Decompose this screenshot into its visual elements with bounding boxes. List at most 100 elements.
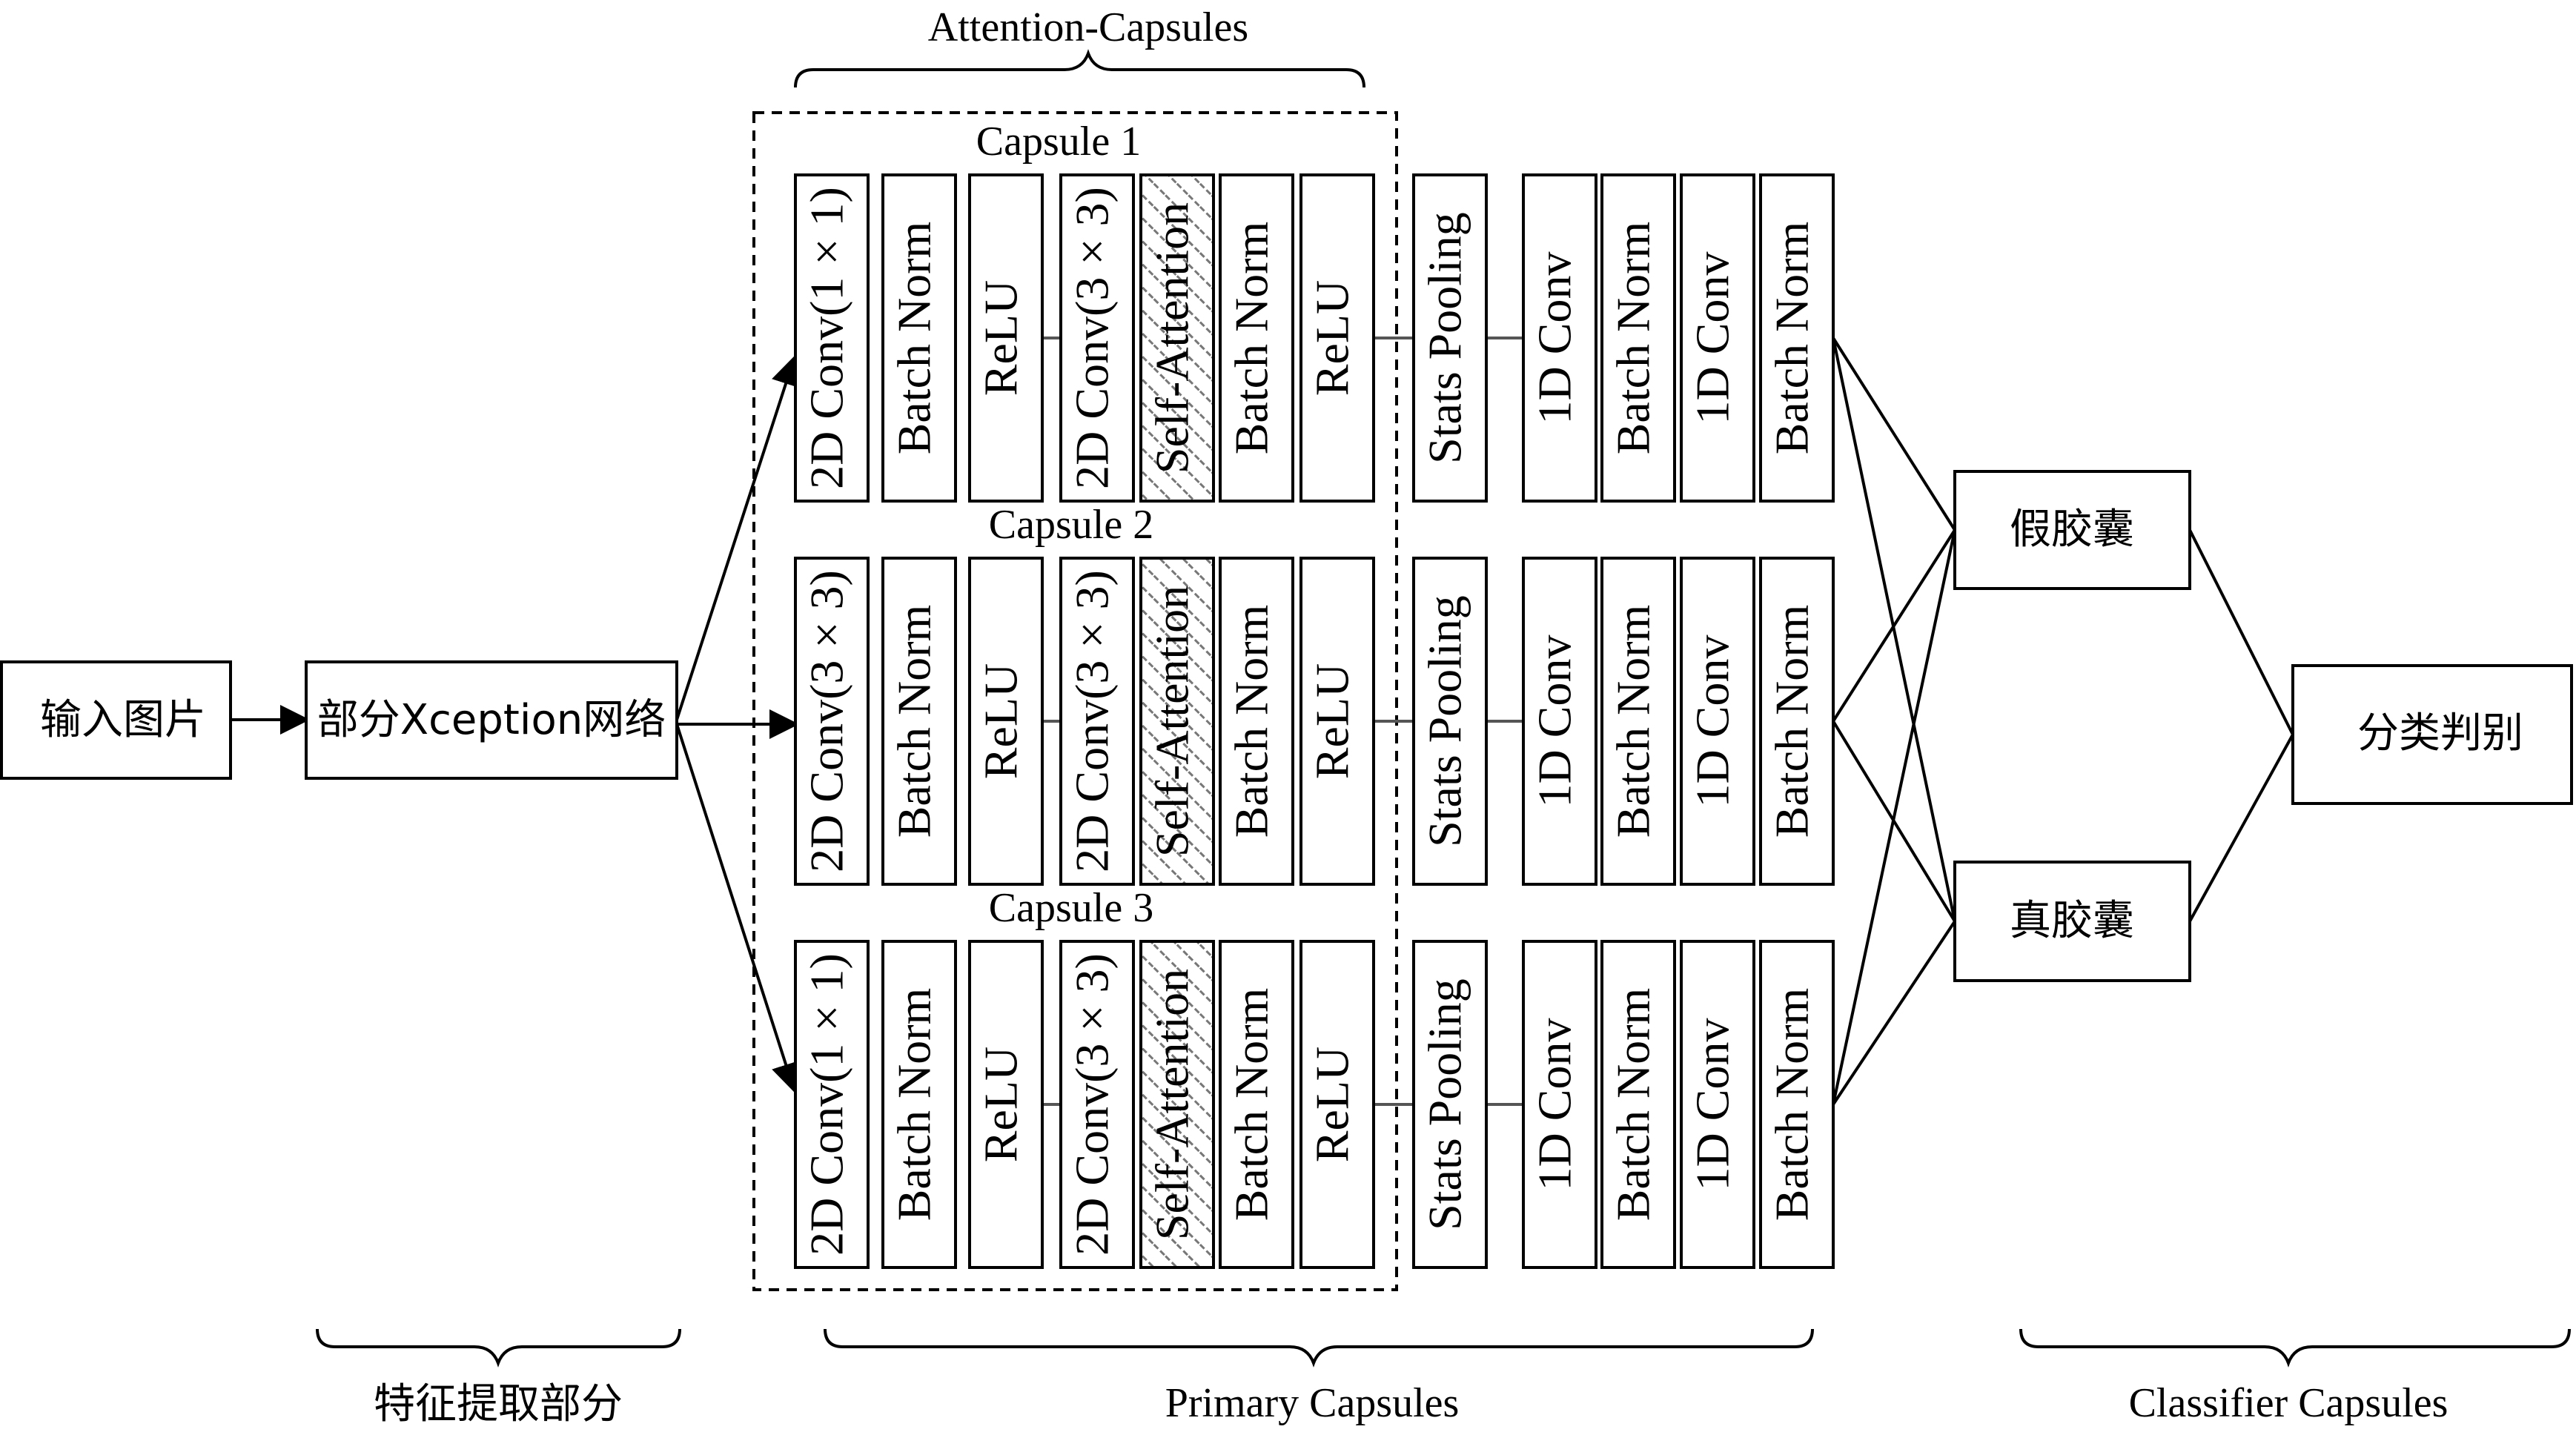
feature-extractor-box (305, 660, 678, 780)
capsule-1-to-fake-line (1832, 337, 1956, 531)
capsule-3-post-1-stats-pooling-label: Stats Pooling (1419, 978, 1471, 1230)
capsule-2-layer-3-relu-label: ReLU (975, 663, 1027, 779)
capsule-1-to-real-line (1832, 337, 1956, 922)
capsule-2-layer-3-relu-box (968, 557, 1044, 886)
capsule-3-layer-4-2d-conv-3-3-box (1059, 940, 1135, 1269)
attention-capsules-brace (794, 49, 1365, 88)
capsule-3-layer-1-2d-conv-1-1-label: 2D Conv(1 × 1) (801, 953, 853, 1256)
capsule-3-post-2-1d-conv-label: 1D Conv (1529, 1018, 1581, 1191)
capsule-3-title: Capsule 3 (989, 885, 1153, 931)
capsule-1-layer-5-self-attention-box (1139, 173, 1215, 503)
capsule-2-layer-6-batch-norm-box (1219, 557, 1294, 886)
capsule-1-post-1-stats-pooling-label: Stats Pooling (1419, 212, 1471, 464)
capsule-3-layer-6-batch-norm-box (1219, 940, 1294, 1269)
capsule-2-layer-5-self-attention-box (1139, 557, 1215, 886)
capsule-3-post-1-stats-pooling-box (1412, 940, 1488, 1269)
decision-label: 分类判别 (2357, 709, 2523, 758)
capsule-1-post-3-batch-norm-label: Batch Norm (1607, 222, 1660, 455)
capsule-3-post-3-batch-norm-label: Batch Norm (1607, 988, 1660, 1222)
capsule-3-layer-5-self-attention-box (1139, 940, 1215, 1269)
capsule-1-layer-3-relu-label: ReLU (975, 280, 1027, 396)
capsule-3-layer-7-relu-label: ReLU (1306, 1047, 1359, 1162)
classifier-capsules-brace (2019, 1328, 2571, 1368)
capsule-3-to-real-line (1832, 920, 1956, 1106)
capsule-3-layer-3-relu-label: ReLU (975, 1047, 1027, 1162)
capsule-1-layer-5-self-attention-label: Self-Attention (1146, 202, 1199, 474)
capsule-1-layer-3-relu-box (968, 173, 1044, 503)
capsule-1-post-4-1d-conv-box (1680, 173, 1755, 503)
capsule-3-post-5-batch-norm-label: Batch Norm (1766, 988, 1818, 1222)
capsule-3-post-3-batch-norm-box (1600, 940, 1676, 1269)
capsule-2-title: Capsule 2 (989, 502, 1153, 548)
capsule-2-post-2-1d-conv-label: 1D Conv (1529, 635, 1581, 808)
feature-extractor-label: 部分Xception网络 (317, 696, 666, 744)
capsule-1-layer-2-batch-norm-box (881, 173, 957, 503)
capsule-1-layer-6-batch-norm-label: Batch Norm (1225, 222, 1278, 455)
fake-capsule-label: 假胶囊 (2010, 506, 2134, 554)
capsule-3-post-5-batch-norm-box (1759, 940, 1835, 1269)
capsule-1-layer-7-relu-box (1299, 173, 1375, 503)
capsule-2-post-5-batch-norm-label: Batch Norm (1766, 605, 1818, 838)
capsule-2-layer-2-batch-norm-box (881, 557, 957, 886)
input-image-box (0, 660, 232, 780)
primary-capsules-label: Primary Capsules (1165, 1380, 1460, 1426)
arrow-to-capsule-1 (675, 355, 801, 720)
fake-capsule-box (1953, 470, 2191, 590)
capsule-2-layer-1-2d-conv-3-3-box (794, 557, 870, 886)
classifier-capsules-label: Classifier Capsules (2129, 1380, 2448, 1426)
capsule-2-to-fake-line (1832, 528, 1956, 723)
capsule-1-layer-1-2d-conv-1-1-box (794, 173, 870, 503)
capsule-3-to-fake-line (1832, 529, 1956, 1105)
capsule-2-post-1-stats-pooling-box (1412, 557, 1488, 886)
feature-brace (316, 1328, 681, 1368)
capsule-1-layer-4-2d-conv-3-3-label: 2D Conv(3 × 3) (1066, 187, 1119, 489)
capsule-1-layer-4-2d-conv-3-3-box (1059, 173, 1135, 503)
capsule-2-layer-1-2d-conv-3-3-label: 2D Conv(3 × 3) (801, 570, 853, 872)
capsule-2-layer-5-self-attention-label: Self-Attention (1146, 586, 1199, 857)
capsule-1-title: Capsule 1 (976, 119, 1141, 165)
capsule-2-post-4-1d-conv-box (1680, 557, 1755, 886)
capsule-2-post-2-1d-conv-box (1522, 557, 1597, 886)
real-capsule-box (1953, 861, 2191, 982)
capsule-2-layer-6-batch-norm-label: Batch Norm (1225, 605, 1278, 838)
capsule-1-post-2-1d-conv-label: 1D Conv (1529, 252, 1581, 425)
capsule-3-layer-3-relu-box (968, 940, 1044, 1269)
capsule-2-layer-7-relu-box (1299, 557, 1375, 886)
attention-capsules-region (752, 111, 1398, 1291)
capsule-3-layer-5-self-attention-label: Self-Attention (1146, 969, 1199, 1240)
capsule-1-layer-6-batch-norm-box (1219, 173, 1294, 503)
capsule-2-layer-7-relu-label: ReLU (1306, 663, 1359, 779)
capsule-2-layer-2-batch-norm-label: Batch Norm (888, 605, 941, 838)
capsule-3-layer-4-2d-conv-3-3-label: 2D Conv(3 × 3) (1066, 953, 1119, 1256)
capsule-1-post-3-batch-norm-box (1600, 173, 1676, 503)
arrow-to-capsule-3 (675, 723, 801, 1093)
capsule-3-layer-2-batch-norm-box (881, 940, 957, 1269)
capsule-3-layer-7-relu-box (1299, 940, 1375, 1269)
feature-section-label: 特征提取部分 (374, 1380, 623, 1428)
capsule-1-post-5-batch-norm-box (1759, 173, 1835, 503)
capsule-2-post-5-batch-norm-box (1759, 557, 1835, 886)
input-image-label: 输入图片 (40, 696, 206, 744)
capsule-3-post-4-1d-conv-label: 1D Conv (1686, 1018, 1739, 1191)
capsule-1-post-5-batch-norm-label: Batch Norm (1766, 222, 1818, 455)
capsule-1-post-2-1d-conv-box (1522, 173, 1597, 503)
capsule-2-post-4-1d-conv-label: 1D Conv (1686, 635, 1739, 808)
primary-capsules-brace (824, 1328, 1814, 1368)
capsule-1-post-4-1d-conv-label: 1D Conv (1686, 252, 1739, 425)
capsule-3-layer-6-batch-norm-label: Batch Norm (1225, 988, 1278, 1222)
capsule-1-layer-7-relu-label: ReLU (1306, 280, 1359, 396)
capsule-1-layer-1-2d-conv-1-1-label: 2D Conv(1 × 1) (801, 187, 853, 489)
real-to-decision-line (2188, 734, 2294, 922)
capsule-1-post-1-stats-pooling-box (1412, 173, 1488, 503)
capsule-2-post-3-batch-norm-label: Batch Norm (1607, 605, 1660, 838)
fake-to-decision-line (2188, 529, 2294, 735)
capsule-2-post-1-stats-pooling-label: Stats Pooling (1419, 595, 1471, 847)
capsule-1-layer-2-batch-norm-label: Batch Norm (888, 222, 941, 455)
capsule-3-layer-2-batch-norm-label: Batch Norm (888, 988, 941, 1222)
capsule-3-post-4-1d-conv-box (1680, 940, 1755, 1269)
capsule-2-layer-4-2d-conv-3-3-box (1059, 557, 1135, 886)
real-capsule-label: 真胶囊 (2010, 897, 2134, 945)
capsule-3-layer-1-2d-conv-1-1-box (794, 940, 870, 1269)
